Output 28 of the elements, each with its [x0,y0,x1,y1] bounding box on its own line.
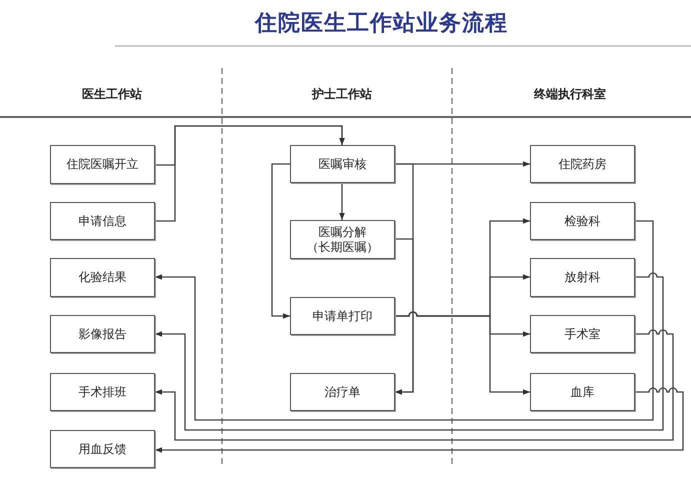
process-box: 影像报告 [50,315,155,353]
arrow [271,163,290,319]
process-box: 医嘱审核 [290,145,395,183]
arrow [155,274,664,431]
arrow [155,220,654,421]
process-box: 放射科 [530,258,635,297]
process-box: 申请信息 [50,202,155,240]
process-box: 医嘱分解（长期医嘱） [290,220,395,259]
title: 住院医生工作站业务流程 [255,10,508,38]
arrow [395,311,530,395]
arrow [155,388,684,453]
process-box: 血库 [530,373,635,411]
process-box: 手术排班 [50,373,155,411]
process-box: 化验结果 [50,258,155,297]
arrow [395,238,414,395]
column-header: 医生工作站 [82,86,142,103]
arrow [155,330,674,441]
process-box: 治疗单 [290,373,395,411]
column-header: 护士工作站 [312,86,372,103]
process-box: 住院药房 [530,145,635,183]
process-box: 申请单打印 [290,297,395,335]
process-box: 住院医嘱开立 [50,145,155,184]
arrow [339,183,345,220]
arrow [155,125,345,222]
column-header: 终端执行科室 [534,86,606,103]
process-box: 检验科 [530,202,635,240]
process-box: 用血反馈 [50,430,155,468]
process-box: 手术室 [530,315,635,353]
